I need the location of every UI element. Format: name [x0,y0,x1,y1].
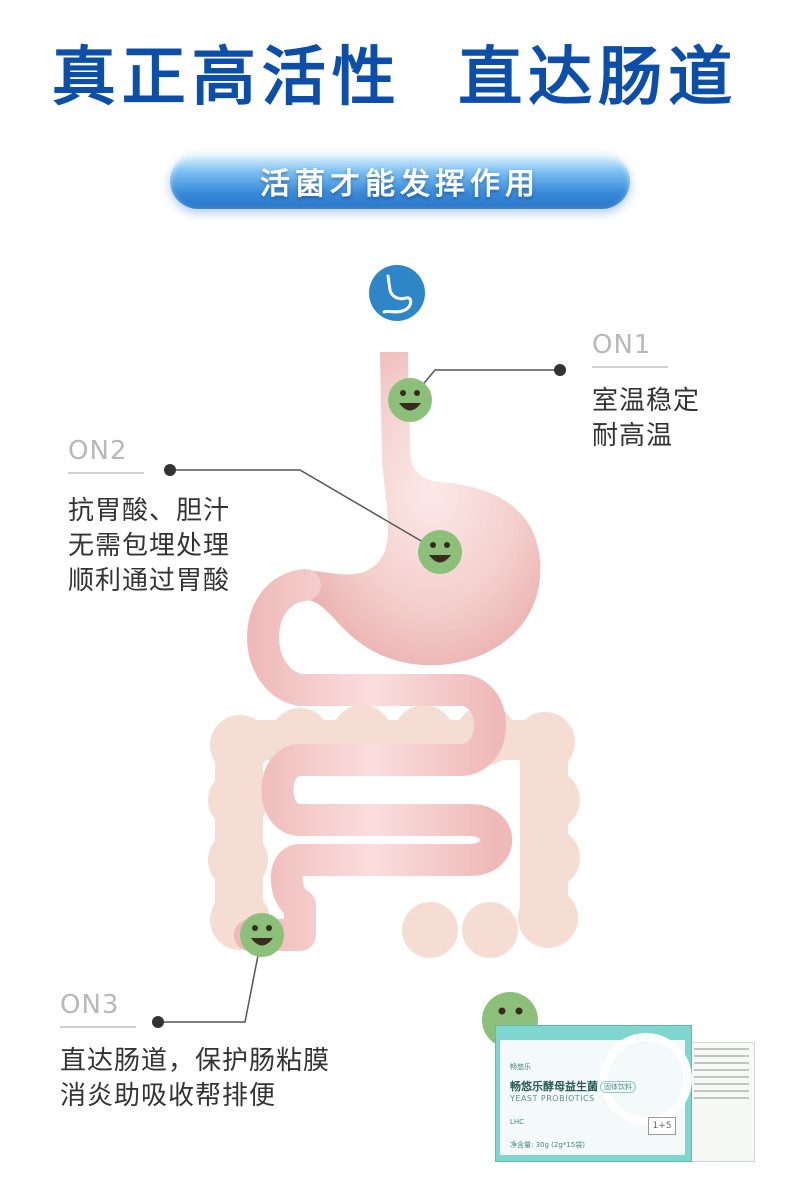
product-lhc-label: LHC [510,1118,525,1126]
stomach-icon [369,265,425,321]
smiley-bacteria-icon [240,913,284,957]
on3-line: 直达肠道，保护肠粘膜 [60,1046,331,1076]
smiley-bacteria-icon [388,378,432,422]
subtitle-text: 活菌才能发挥作用 [260,167,540,202]
smiley-bacteria-icon [418,530,462,574]
product-brand: 畅悠乐 [510,1063,531,1071]
product-subtitle: YEAST PROBIOTICS [510,1094,595,1103]
product-box-side [688,1042,755,1162]
on1-line: 耐高温 [592,421,674,451]
product-name-text: 畅悠乐酵母益生菌 [510,1080,598,1093]
product-tag: 固体饮料 [600,1081,636,1093]
small-intestine [234,569,513,951]
on2-line: 抗胃酸、胆汁 [68,496,231,526]
on2-line: 顺利通过胃酸 [68,566,231,596]
on2-line: 无需包埋处理 [68,531,231,561]
on1-line: 室温稳定 [592,386,701,416]
stomach [300,352,541,666]
product-badge: 1+5 [648,1117,676,1135]
subtitle-banner: 活菌才能发挥作用 [170,153,630,209]
product-weight: 净含量: 30g (2g*15袋) [510,1141,585,1149]
on2-description: 抗胃酸、胆汁 无需包埋处理 顺利通过胃酸 [68,494,230,599]
page-title: 真正高活性 直达肠道 [51,41,739,115]
product-ring-graphic [600,1033,692,1125]
on1-label: ON1 [592,330,668,368]
on3-line: 消炎助吸收帮排便 [60,1081,277,1111]
on1-description: 室温稳定 耐高温 [592,384,700,454]
on3-description: 直达肠道，保护肠粘膜 消炎助吸收帮排便 [60,1044,330,1114]
on2-label: ON2 [68,436,144,474]
connector-dots [152,364,566,1028]
product-name: 畅悠乐酵母益生菌固体饮料 [510,1078,636,1094]
on3-label: ON3 [60,990,136,1028]
